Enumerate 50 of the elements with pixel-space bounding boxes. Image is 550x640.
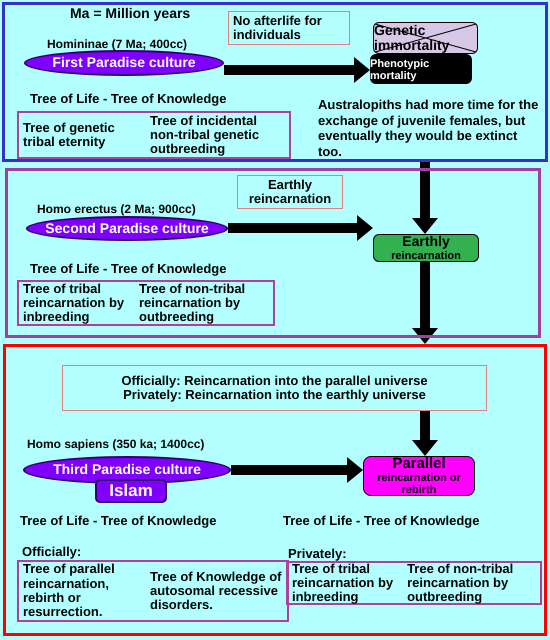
box-text: Phenotypic mortality (370, 58, 430, 82)
heading-text: Tree of Life - Tree of Knowledge (30, 261, 226, 277)
parallel-box (363, 456, 475, 496)
box-text: Earthly (402, 234, 450, 250)
tree-box (17, 111, 291, 159)
arrow (412, 262, 438, 344)
heading-text: Privately: (288, 546, 347, 561)
arrow (228, 215, 373, 241)
arrow (412, 162, 438, 234)
arrow (231, 457, 363, 483)
heading-text: Tree of Life - Tree of Knowledge (30, 91, 226, 107)
panel (2, 2, 548, 162)
box-text: reincarnation (391, 250, 461, 262)
box-text: First Paradise culture (52, 55, 196, 71)
box-text: Tree of incidental non-tribal genetic outbreeding (150, 114, 260, 156)
box-text: Tree of non-tribal reincarnation by outbreeding (407, 562, 514, 604)
box-text: Tree of Knowledge of autosomal recessive disorders. (150, 570, 282, 612)
arrow (412, 411, 438, 456)
tree-box (17, 280, 275, 326)
box-text: Officially: Reincarnation into the parallel universe (121, 374, 428, 388)
heading-text: Homo sapiens (350 ka; 1400cc) (27, 437, 204, 451)
box-text: Earthly reincarnation (248, 178, 332, 206)
note-box (62, 365, 487, 411)
box-text: Tree of tribal reincarnation by inbreeding (23, 282, 126, 324)
note-box (228, 11, 350, 45)
box-text: No afterlife for individuals (233, 14, 323, 42)
box-text: Second Paradise culture (45, 220, 209, 236)
note-text: Australopiths had more time for the exchange of juvenile females, but eventually they would be extinct too. (318, 97, 540, 160)
heading-text: Officially: (22, 544, 82, 559)
box-text: Tree of genetic tribal eternity (23, 120, 116, 150)
box-text: Tree of non-tribal reincarnation by outbreeding (139, 282, 246, 324)
box-text: Privately: Reincarnation into the earthly universe (123, 388, 426, 402)
heading-text: Tree of Life - Tree of Knowledge (283, 513, 480, 529)
box-text: Parallel (392, 456, 446, 472)
box-text: reincarnation or rebirth (376, 472, 462, 496)
heading-text: Homo erectus (2 Ma; 900cc) (37, 202, 196, 216)
box-text: Tree of parallel reincarnation, rebirth or resurrection. (23, 562, 116, 620)
panel (5, 168, 541, 338)
box-text: Third Paradise culture (53, 462, 201, 478)
arrow (224, 57, 370, 83)
reincarnation-box (373, 234, 479, 262)
box-text: Islam (109, 482, 153, 500)
heading-text: Homininae (7 Ma; 400cc) (47, 37, 188, 51)
box-text: Tree of tribal reincarnation by inbreeding (292, 562, 394, 604)
note-text: Ma = Million years (70, 5, 190, 22)
heading-text: Tree of Life - Tree of Knowledge (20, 513, 216, 529)
mortality-box (370, 54, 472, 84)
note-box (237, 175, 343, 209)
panel (3, 344, 547, 636)
islam-box (95, 479, 167, 503)
